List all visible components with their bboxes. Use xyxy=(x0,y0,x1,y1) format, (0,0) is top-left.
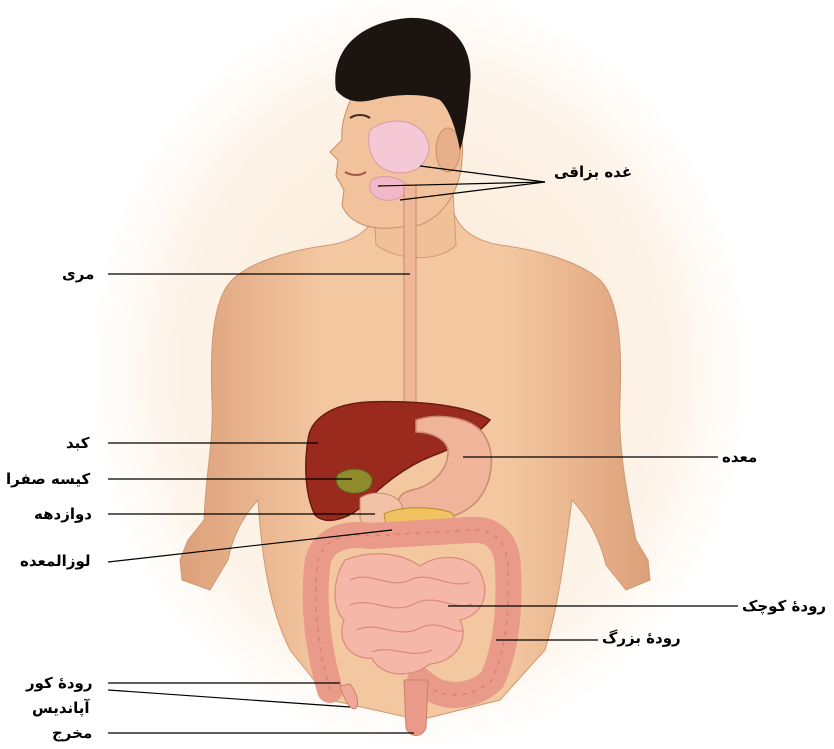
label-stomach: معده xyxy=(722,448,757,466)
esophagus xyxy=(404,185,416,420)
label-duodenum: دوازدهه xyxy=(34,505,92,523)
label-small-intestine: رودهٔ کوچک xyxy=(742,597,826,615)
rectum xyxy=(404,680,428,736)
label-large-intestine: رودهٔ بزرگ xyxy=(602,629,681,647)
label-gallbladder: کیسه صفرا xyxy=(6,470,90,488)
label-pancreas: لوزالمعده xyxy=(20,552,91,570)
ear xyxy=(436,128,460,172)
salivary-glands xyxy=(369,121,429,173)
label-cecum: رودهٔ کور xyxy=(26,674,93,692)
label-esophagus: مری xyxy=(62,265,94,283)
label-appendix: آپاندیس xyxy=(32,699,90,717)
label-salivary-gland: غده بزاقی xyxy=(554,163,632,181)
gallbladder xyxy=(336,469,372,493)
label-anus: مخرج xyxy=(52,724,92,742)
label-liver: کبد xyxy=(66,434,90,452)
